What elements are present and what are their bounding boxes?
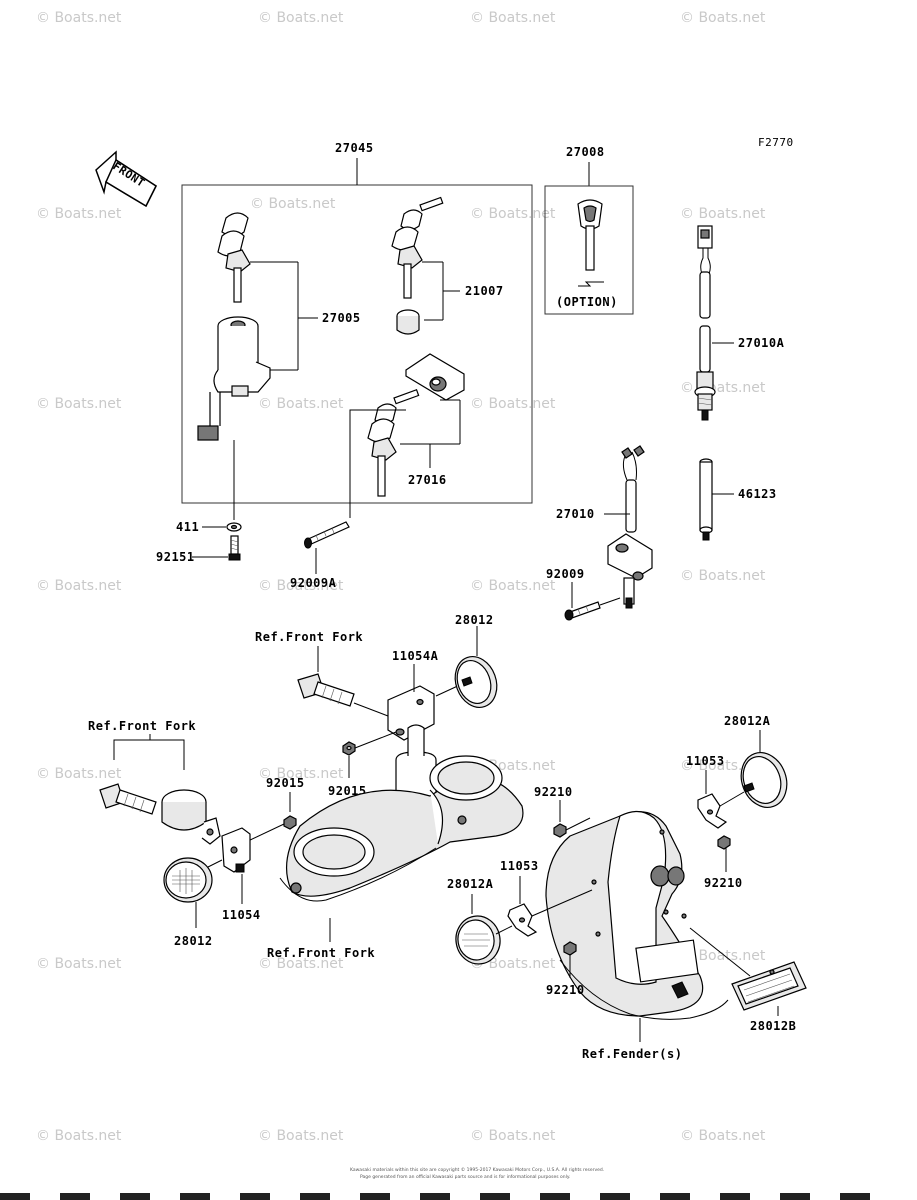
wiring-switch-group (694, 225, 716, 421)
footer-line: Kawasaki materials within this site are … (350, 1166, 604, 1173)
bolt-icon (228, 535, 241, 561)
ref-fender: Ref.Fender(s) (582, 1047, 682, 1061)
part-label-28012A-right: 28012A (724, 714, 771, 728)
option-box (544, 185, 634, 315)
part-label-11054: 11054 (222, 908, 261, 922)
screw-icon (304, 521, 350, 549)
part-label-11053-mid: 11053 (500, 859, 539, 873)
watermark: © Boats.net (258, 766, 344, 782)
cylinder-icon (396, 309, 420, 335)
bracket-icon (697, 793, 728, 829)
part-label-27005: 27005 (322, 311, 361, 325)
watermark: © Boats.net (36, 766, 122, 782)
watermark: © Boats.net (258, 10, 344, 26)
watermark: © Boats.net (36, 1128, 122, 1144)
nut-icon (563, 941, 577, 956)
option-label: (OPTION) (556, 295, 618, 309)
watermark: © Boats.net (36, 206, 122, 222)
watermark: © Boats.net (36, 578, 122, 594)
ignition-set-group: 27045 27005 (181, 141, 533, 518)
bracket-icon (221, 827, 251, 873)
reflector-icon (163, 857, 213, 903)
figure-code: F2770 (758, 136, 794, 149)
ref-front-fork-left: Ref.Front Fork (88, 719, 196, 733)
washer-icon (226, 522, 242, 532)
part-label-92009: 92009 (546, 567, 585, 581)
watermark: © Boats.net (470, 206, 556, 222)
part-label-92210-right: 92210 (704, 876, 743, 890)
pin-icon (699, 458, 713, 541)
footer-line: Page generated from an official Kawasaki… (360, 1174, 570, 1180)
watermark: © Boats.net (680, 206, 766, 222)
watermark: © Boats.net (470, 396, 556, 412)
part-label-46123: 46123 (738, 487, 777, 501)
part-label-27010: 27010 (556, 507, 595, 521)
bracket-icon (507, 903, 538, 937)
watermark: © Boats.net (258, 578, 344, 594)
screw-icon (564, 601, 601, 621)
lock-bracket-icon (405, 353, 465, 401)
watermark: © Boats.net (470, 10, 556, 26)
reflector-icon (454, 656, 498, 708)
ignition-switch-icon (197, 316, 271, 441)
ref-front-fork-top: Ref.Front Fork (255, 630, 363, 644)
part-label-411: 411 (176, 520, 199, 534)
key-icon (577, 199, 603, 271)
watermark: © Boats.net (680, 10, 766, 26)
fork-clamp-icon (161, 789, 221, 845)
bolt-icon (297, 673, 355, 707)
license-reflector-icon (731, 961, 807, 1011)
part-label-92210-bottom: 92210 (546, 983, 585, 997)
part-label-28012A-left: 28012A (447, 877, 494, 891)
key-icon (391, 196, 444, 299)
part-label-27008: 27008 (566, 145, 605, 159)
part-label-92151: 92151 (156, 550, 195, 564)
part-label-21007: 21007 (465, 284, 504, 298)
bolt-icon (99, 783, 157, 815)
watermark: © Boats.net (470, 1128, 556, 1144)
watermark: © Boats.net (258, 956, 344, 972)
watermark: © Boats.net (250, 196, 336, 212)
part-label-92210-left: 92210 (534, 785, 573, 799)
key-blank-group: 27008 (OPTION) (544, 145, 634, 315)
part-label-28012-bottom: 28012 (174, 934, 213, 948)
watermark-layer: © Boats.net © Boats.net © Boats.net © Bo… (36, 10, 766, 1144)
key-icon (217, 212, 251, 303)
reflector-icon (740, 752, 788, 808)
watermark: © Boats.net (680, 568, 766, 584)
rear-fender-icon (545, 810, 729, 1020)
watermark: © Boats.net (36, 10, 122, 26)
sidestand-switch-icon (607, 445, 653, 609)
lower-fork-bracket-icon (279, 724, 524, 902)
watermark: © Boats.net (36, 396, 122, 412)
watermark: © Boats.net (680, 1128, 766, 1144)
reflector-icon (455, 915, 501, 965)
nut-icon (342, 741, 356, 756)
nut-icon (553, 823, 567, 838)
part-label-11053-top: 11053 (686, 754, 725, 768)
part-label-28012B: 28012B (750, 1019, 796, 1033)
nut-icon (283, 815, 297, 830)
watermark: © Boats.net (680, 380, 766, 396)
watermark: © Boats.net (36, 956, 122, 972)
part-label-27045: 27045 (335, 141, 374, 155)
part-label-27010A: 27010A (738, 336, 785, 350)
front-arrow-icon: FRONT (95, 150, 157, 208)
part-label-92015-left: 92015 (266, 776, 305, 790)
watermark: © Boats.net (258, 396, 344, 412)
nut-icon (717, 835, 731, 850)
part-label-28012-top: 28012 (455, 613, 494, 627)
part-label-92009A: 92009A (290, 576, 337, 590)
watermark: © Boats.net (470, 578, 556, 594)
watermark: © Boats.net (258, 1128, 344, 1144)
page-edge-marks (0, 1193, 870, 1200)
part-label-11054A: 11054A (392, 649, 439, 663)
part-label-27016: 27016 (408, 473, 447, 487)
ref-front-fork-bottom: Ref.Front Fork (267, 946, 375, 960)
key-icon (367, 389, 420, 497)
watermark: © Boats.net (680, 948, 766, 964)
